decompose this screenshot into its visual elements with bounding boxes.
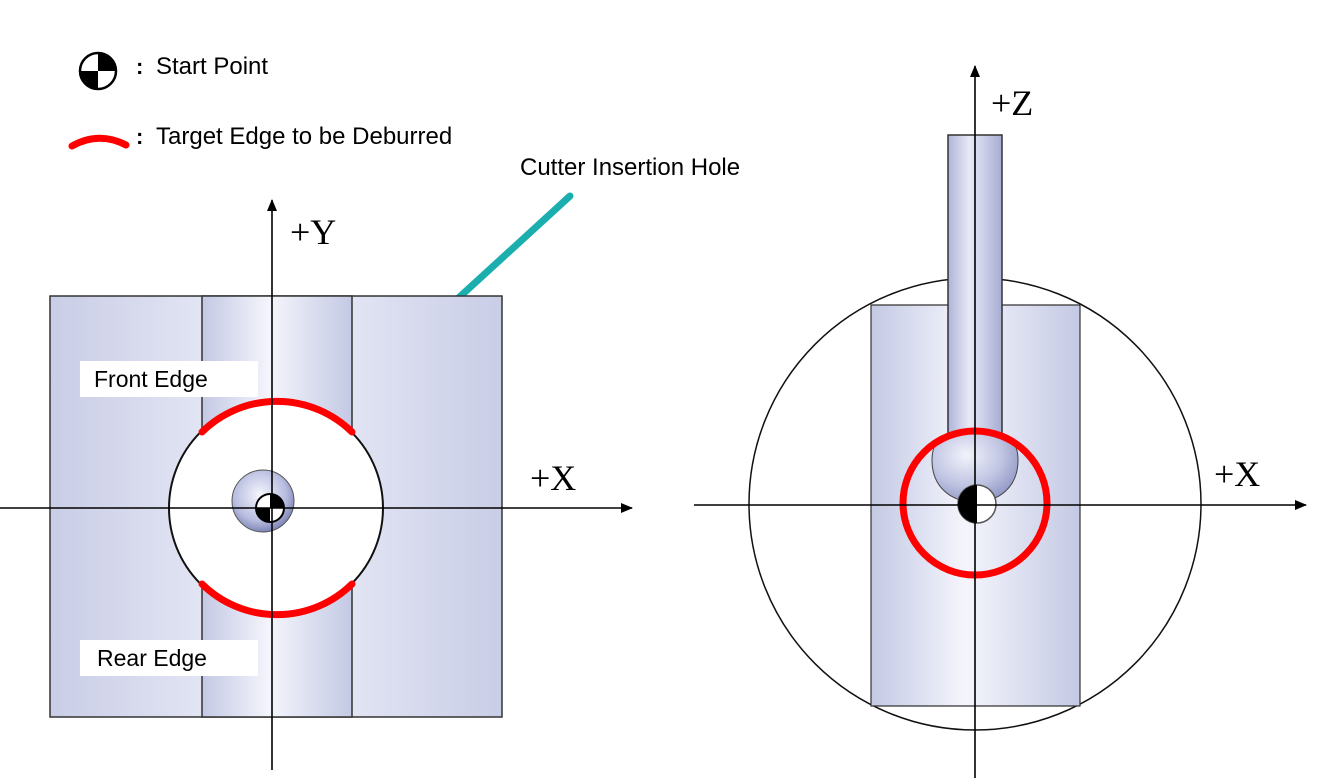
red-arc-icon <box>68 134 130 150</box>
rear-edge-arc <box>198 580 356 619</box>
rear-edge-label: Rear Edge <box>97 645 207 671</box>
start-point-icon <box>78 51 118 91</box>
top-view: +Y +X Front Edge Rear Edge <box>0 199 633 770</box>
front-edge-arc <box>198 397 356 436</box>
front-edge-label: Front Edge <box>94 366 208 392</box>
callout-label: Cutter Insertion Hole <box>520 154 740 181</box>
x-axis-label-top: +X <box>530 458 576 498</box>
legend-start-label: Start Point <box>156 53 268 80</box>
side-view: +Z +X <box>694 65 1307 778</box>
rear-edge-label-bg <box>80 640 258 676</box>
legend-target-label: Target Edge to be Deburred <box>156 123 452 150</box>
z-axis-label-side: +Z <box>991 83 1033 123</box>
x-axis-label-side: +X <box>1214 454 1260 494</box>
legend: : Start Point : Target Edge to be Deburr… <box>68 51 452 150</box>
start-point-marker-side <box>957 484 997 524</box>
front-edge-label-bg <box>80 361 258 397</box>
legend-target-separator: : <box>136 124 143 149</box>
legend-start-separator: : <box>136 54 143 79</box>
y-axis-label-top: +Y <box>290 212 336 252</box>
